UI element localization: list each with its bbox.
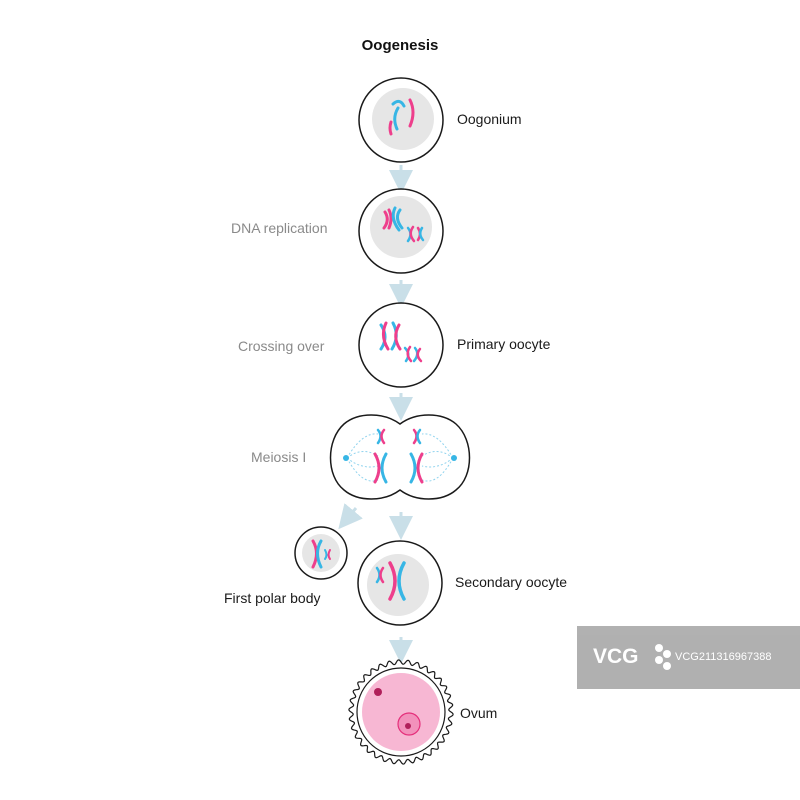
label-meiosis-1: Meiosis I [251, 449, 307, 465]
label-ovum: Ovum [460, 705, 498, 721]
ovum-cell [348, 659, 454, 765]
label-dna-replication: DNA replication [231, 220, 328, 236]
label-secondary-oocyte: Secondary oocyte [455, 574, 568, 590]
label-oogonium: Oogonium [457, 111, 522, 127]
label-crossing-over: Crossing over [238, 338, 325, 354]
replication-cell [358, 188, 444, 274]
watermark-flower-icon [655, 644, 671, 670]
secondary-oocyte-cell [357, 540, 443, 626]
label-primary-oocyte: Primary oocyte [457, 336, 551, 352]
watermark-id: VCG211316967388 [675, 651, 772, 663]
diagram-title: Oogenesis [0, 37, 800, 54]
watermark-logo: VCG [593, 645, 639, 668]
oogonium-cell [358, 77, 444, 163]
title-text: Oogenesis [361, 37, 439, 54]
primary-oocyte-cell [358, 302, 444, 388]
label-first-polar-body: First polar body [224, 590, 321, 606]
first-polar-body-cell [294, 526, 348, 580]
watermark: VCG VCG211316967388 [577, 626, 800, 689]
arrow-4a [338, 503, 363, 530]
meiosis-cell [329, 414, 471, 500]
